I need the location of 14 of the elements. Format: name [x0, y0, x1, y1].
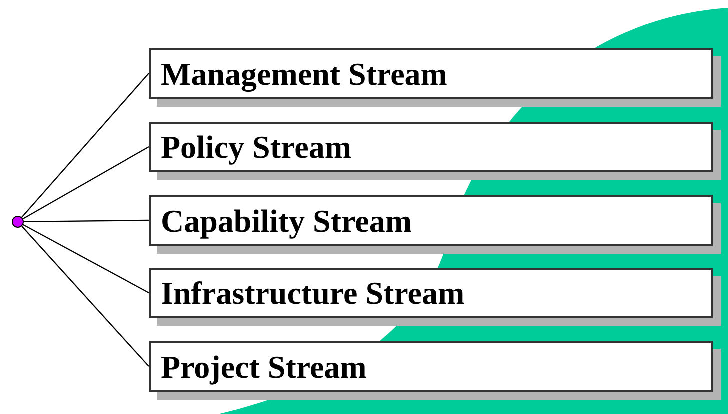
stream-box: [149, 341, 713, 392]
connector-line: [24, 220, 149, 223]
stream-label: Policy Stream: [161, 131, 352, 163]
stream-box: [149, 268, 713, 318]
connector-line: [22, 146, 150, 220]
stream-box: [149, 195, 713, 246]
stream-box: [149, 48, 713, 99]
stream-label: Project Stream: [161, 350, 367, 382]
stream-box: [149, 122, 713, 172]
connector-line: [22, 226, 150, 367]
connector-line: [22, 73, 150, 218]
stream-label: Infrastructure Stream: [161, 277, 465, 309]
stream-label: Capability Stream: [161, 204, 412, 236]
connector-line: [23, 224, 150, 294]
